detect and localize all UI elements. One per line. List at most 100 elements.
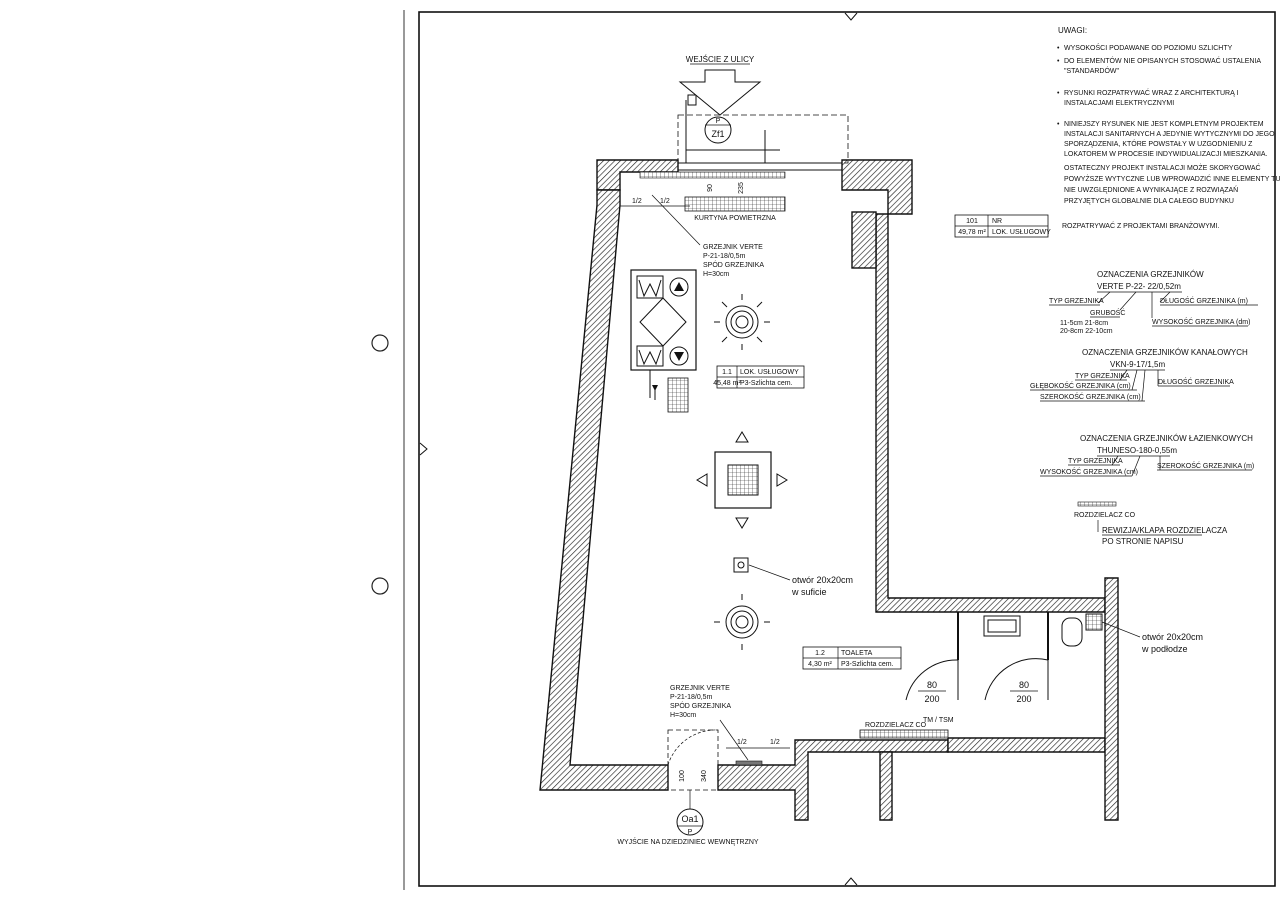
- svg-text:TYP GRZEJNIKA: TYP GRZEJNIKA: [1075, 373, 1130, 380]
- street-entry-arrow: [678, 69, 762, 116]
- frame-center-mark: [844, 12, 858, 21]
- street-entry-label: WEJŚCIE Z ULICY: [686, 55, 755, 64]
- unit-table: 101 NR 49,78 m² LOK. USŁUGOWY: [954, 214, 1051, 238]
- svg-text:WYSOKOŚĆ GRZEJNIKA (cm): WYSOKOŚĆ GRZEJNIKA (cm): [1040, 467, 1138, 476]
- svg-text:•: •: [1057, 90, 1060, 97]
- ceiling-opening-symbol: [733, 557, 749, 573]
- radiator-top-label: GRZEJNIK VERTE P-21-18/0,5m SPÓD GRZEJNI…: [703, 244, 764, 278]
- svg-text:THUNESO-180-0,55m: THUNESO-180-0,55m: [1097, 446, 1177, 455]
- svg-text:PRZYJĘTYCH GLOBALNIE DLA CAŁE: PRZYJĘTYCH GLOBALNIE DLA CAŁEGO BUDYNKU: [1064, 198, 1234, 205]
- legend-manifold: ROZDZIELACZ CO REWIZJA/KLAPA ROZDZIELACZ…: [1074, 501, 1228, 546]
- half-mark: 1/2: [770, 739, 780, 746]
- manifold-label: ROZDZIELACZ CO: [865, 722, 927, 729]
- note-item: • NINIEJSZY RYSUNEK NIE JEST KOMPLETNYM …: [1057, 121, 1280, 205]
- svg-text:VERTE P-22- 22/0,52m: VERTE P-22- 22/0,52m: [1097, 282, 1181, 291]
- svg-text:P3-Szlichta cem.: P3-Szlichta cem.: [740, 380, 793, 387]
- radiator-bottom-label: GRZEJNIK VERTE P-21-18/0,5m SPÓD GRZEJNI…: [670, 685, 731, 719]
- room-tag-1-2: 1.2 TOALETA 4,30 m² P3-Szlichta cem.: [802, 646, 902, 670]
- svg-text:•: •: [1057, 45, 1060, 52]
- svg-text:OZNACZENIA GRZEJNIKÓW: OZNACZENIA GRZEJNIKÓW: [1097, 270, 1204, 279]
- svg-text:NINIEJSZY RYSUNEK NIE JEST KOM: NINIEJSZY RYSUNEK NIE JEST KOMPLETNYM PR…: [1064, 121, 1264, 128]
- svg-text:POWYŻSZE WYTYCZNE LUB WPROWADZ: POWYŻSZE WYTYCZNE LUB WPROWADZIĆ INNE EL…: [1064, 174, 1280, 183]
- svg-text:VKN-9-17/1,5m: VKN-9-17/1,5m: [1110, 360, 1165, 369]
- door-symbol-oa1-bottom: P: [688, 829, 693, 836]
- radiator-bottom: [735, 760, 763, 766]
- svg-text:OZNACZENIA GRZEJNIKÓW ŁAZIENKO: OZNACZENIA GRZEJNIKÓW ŁAZIENKOWYCH: [1080, 434, 1253, 443]
- manifold-box: [859, 729, 949, 739]
- door-symbol-zf1-top: P: [716, 118, 721, 125]
- door-80-200-right: 80 200: [984, 658, 1049, 704]
- svg-text:•: •: [1057, 58, 1060, 65]
- svg-text:SPÓD GRZEJNIKA: SPÓD GRZEJNIKA: [670, 701, 731, 710]
- notes-block: UWAGI: • WYSOKOŚCI PODAWANE OD POZIOMU S…: [1057, 26, 1280, 230]
- ceiling-opening-label: otwór 20x20cm: [792, 575, 853, 585]
- svg-text:200: 200: [1016, 694, 1031, 704]
- room-tag-1-1: 1.1 LOK. USŁUGOWY 45,48 m² P3-Szlichta c…: [713, 365, 805, 389]
- air-curtain-label: KURTYNA POWIETRZNA: [694, 215, 776, 222]
- svg-text:DO ELEMENTÓW NIE OPISANYCH STO: DO ELEMENTÓW NIE OPISANYCH STOSOWAĆ USTA…: [1064, 56, 1261, 65]
- notes-heading: UWAGI:: [1058, 26, 1087, 35]
- svg-text:•: •: [1057, 121, 1060, 128]
- svg-text:WYSOKOŚCI PODAWANE OD POZIOMU: WYSOKOŚCI PODAWANE OD POZIOMU SZLICHTY: [1064, 43, 1233, 52]
- legend-channel-radiators: OZNACZENIA GRZEJNIKÓW KANAŁOWYCH VKN-9-1…: [1030, 348, 1248, 402]
- dim-90: 90: [707, 184, 714, 192]
- svg-text:TOALETA: TOALETA: [841, 650, 873, 657]
- svg-text:TYP GRZEJNIKA: TYP GRZEJNIKA: [1049, 298, 1104, 305]
- door-80-200-left: 80 200: [905, 659, 959, 704]
- svg-text:SPORZĄDZENIA, KTÓRE POWSTAŁY W: SPORZĄDZENIA, KTÓRE POWSTAŁY W UZGODNIEN…: [1064, 139, 1253, 148]
- svg-text:NR: NR: [992, 218, 1002, 225]
- svg-text:"STANDARDÓW": "STANDARDÓW": [1064, 66, 1120, 75]
- notes-footer: ROZPATRYWAĆ Z PROJEKTAMI BRANŻOWYMI.: [1062, 221, 1220, 230]
- svg-text:GRUBOŚĆ: GRUBOŚĆ: [1090, 308, 1125, 317]
- manifold-tag: TM / TSM: [923, 717, 954, 724]
- svg-text:SZEROKOŚĆ GRZEJNIKA (cm): SZEROKOŚĆ GRZEJNIKA (cm): [1040, 392, 1141, 401]
- floor-opening-label: otwór 20x20cm: [1142, 632, 1203, 642]
- svg-text:PO STRONIE NAPISU: PO STRONIE NAPISU: [1102, 537, 1184, 546]
- walls: [539, 159, 1119, 821]
- punch-hole: [371, 334, 389, 352]
- svg-text:4,30 m²: 4,30 m²: [808, 661, 832, 668]
- svg-text:LOK. USŁUGOWY: LOK. USŁUGOWY: [740, 369, 799, 376]
- svg-text:H=30cm: H=30cm: [670, 712, 696, 719]
- street-entrance-glazing: [677, 94, 849, 171]
- svg-text:SPÓD GRZEJNIKA: SPÓD GRZEJNIKA: [703, 260, 764, 269]
- svg-text:20-8cm 22-10cm: 20-8cm 22-10cm: [1060, 328, 1113, 335]
- svg-text:DŁUGOŚĆ GRZEJNIKA: DŁUGOŚĆ GRZEJNIKA: [1158, 377, 1234, 386]
- toilet-partitions: [957, 612, 1103, 660]
- svg-text:49,78 m²: 49,78 m²: [958, 229, 986, 236]
- svg-text:80: 80: [927, 680, 937, 690]
- svg-text:OZNACZENIA GRZEJNIKÓW KANAŁOWY: OZNACZENIA GRZEJNIKÓW KANAŁOWYCH: [1082, 348, 1248, 357]
- svg-text:340: 340: [701, 770, 708, 782]
- svg-text:LOK. USŁUGOWY: LOK. USŁUGOWY: [992, 229, 1051, 236]
- svg-text:ROZDZIELACZ CO: ROZDZIELACZ CO: [1074, 512, 1136, 519]
- ventilation-unit: [630, 269, 697, 413]
- svg-text:45,48 m²: 45,48 m²: [713, 380, 741, 387]
- ceiling-diffuser: [714, 294, 770, 350]
- svg-text:WYSOKOŚĆ GRZEJNIKA (dm): WYSOKOŚĆ GRZEJNIKA (dm): [1152, 317, 1250, 326]
- door-symbol-oa1-id: Oa1: [681, 814, 698, 824]
- yard-door: 100 340: [667, 729, 719, 810]
- frame-center-mark: [419, 442, 428, 456]
- svg-text:1.2: 1.2: [815, 650, 825, 657]
- air-curtain: [684, 196, 786, 212]
- punch-hole: [371, 577, 389, 595]
- dim-235: 235: [738, 182, 745, 194]
- door-symbol-oa1: [676, 808, 704, 836]
- note-item: • DO ELEMENTÓW NIE OPISANYCH STOSOWAĆ US…: [1057, 56, 1261, 75]
- frame-center-mark: [844, 877, 858, 886]
- svg-text:11-5cm 21-8cm: 11-5cm 21-8cm: [1060, 320, 1108, 327]
- svg-text:P-21-18/0,5m: P-21-18/0,5m: [670, 694, 713, 701]
- note-item: • WYSOKOŚCI PODAWANE OD POZIOMU SZLICHTY: [1057, 43, 1233, 52]
- svg-text:INSTALACJI SANITARNYCH A JEDYN: INSTALACJI SANITARNYCH A JEDYNIE WYTYCZN…: [1064, 131, 1275, 138]
- svg-text:GRZEJNIK VERTE: GRZEJNIK VERTE: [703, 244, 763, 251]
- svg-text:SZEROKOŚĆ GRZEJNIKA (m): SZEROKOŚĆ GRZEJNIKA (m): [1157, 461, 1254, 470]
- svg-text:H=30cm: H=30cm: [703, 271, 729, 278]
- svg-text:200: 200: [924, 694, 939, 704]
- svg-text:RYSUNKI ROZPATRYWAĆ WRAZ Z ARC: RYSUNKI ROZPATRYWAĆ WRAZ Z ARCHITEKTURĄ …: [1064, 88, 1239, 97]
- note-item: • RYSUNKI ROZPATRYWAĆ WRAZ Z ARCHITEKTUR…: [1057, 88, 1239, 107]
- svg-text:100: 100: [679, 770, 686, 782]
- svg-text:101: 101: [966, 218, 978, 225]
- half-mark: 1/2: [632, 198, 642, 205]
- svg-text:GRZEJNIK VERTE: GRZEJNIK VERTE: [670, 685, 730, 692]
- ceiling-opening-label: w suficie: [791, 587, 827, 597]
